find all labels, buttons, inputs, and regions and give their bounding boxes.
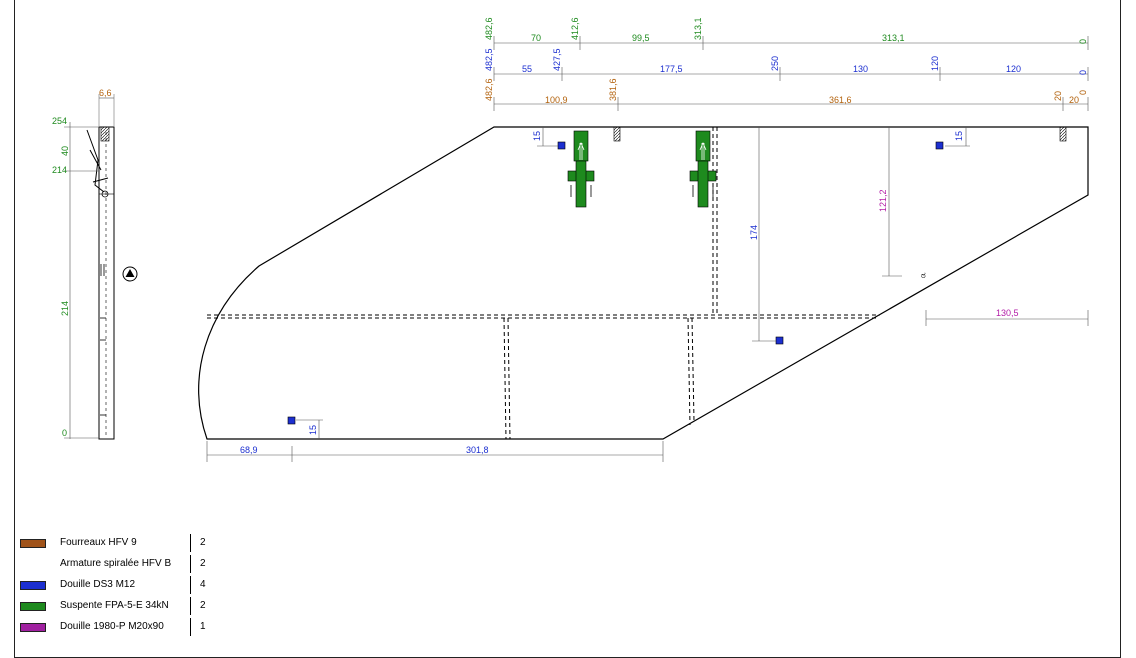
green-end-1: 412,6 xyxy=(570,17,580,40)
dim-15-top-right: 15 xyxy=(954,131,964,141)
orange-span-1: 361,6 xyxy=(829,95,852,105)
legend-separator xyxy=(190,534,191,552)
drawing-canvas: 6,6 254 214 0 40 214 xyxy=(52,17,1089,462)
panel-hidden-lines xyxy=(207,127,880,440)
dim-15-bottom: 15 xyxy=(308,425,318,435)
top-dimension-labels: 482,6 412,6 313,1 0 70 99,5 313,1 482,5 … xyxy=(484,17,1088,105)
interior-dimensions xyxy=(296,127,1089,439)
side-level-254: 254 xyxy=(52,116,67,126)
legend-separator xyxy=(190,555,191,573)
spiral-reinforcement-icon xyxy=(1059,126,1067,142)
panel-view: ಠ xyxy=(198,126,1089,440)
legend-label: Douille DS3 M12 xyxy=(60,579,136,590)
legend-count: 2 xyxy=(200,537,206,548)
orange-end-0: 482,6 xyxy=(484,78,494,101)
blue-end-2: 250 xyxy=(770,56,780,71)
legend-label: Douille 1980-P M20x90 xyxy=(60,621,164,632)
bottom-dim-left: 68,9 xyxy=(240,445,258,455)
side-level-0: 0 xyxy=(62,428,67,438)
side-view-anchor xyxy=(101,190,109,198)
legend-count: 2 xyxy=(200,600,206,611)
orange-end-2: 20 xyxy=(1053,91,1063,101)
blue-end-1: 427,5 xyxy=(552,48,562,71)
blue-span-2: 130 xyxy=(853,64,868,74)
green-end-3: 0 xyxy=(1078,39,1088,44)
bottom-dim-right: 301,8 xyxy=(466,445,489,455)
legend-item: Douille DS3 M12 4 xyxy=(20,576,220,600)
side-view: 6,6 254 214 0 40 214 xyxy=(52,88,138,440)
blue-end-0: 482,5 xyxy=(484,48,494,71)
bottom-dimensions xyxy=(206,441,664,462)
orange-span-0: 100,9 xyxy=(545,95,568,105)
green-end-0: 482,6 xyxy=(484,17,494,40)
legend-swatch xyxy=(20,581,46,590)
green-end-2: 313,1 xyxy=(693,17,703,40)
blue-span-3: 120 xyxy=(1006,64,1021,74)
legend-count: 1 xyxy=(200,621,206,632)
lifting-anchor-2 xyxy=(689,130,717,208)
legend-count: 2 xyxy=(200,558,206,569)
side-level-214: 214 xyxy=(52,165,67,175)
legend-label: Armature spiralée HFV B xyxy=(60,558,172,569)
legend-separator xyxy=(190,597,191,615)
side-span-40: 40 xyxy=(60,146,70,156)
green-span-1: 99,5 xyxy=(632,33,650,43)
legend-swatch xyxy=(20,539,46,548)
blue-span-0: 55 xyxy=(522,64,532,74)
blue-end-4: 0 xyxy=(1078,70,1088,75)
orange-span-2: 20 xyxy=(1069,95,1079,105)
side-span-214: 214 xyxy=(60,301,70,316)
dim-174: 174 xyxy=(749,225,759,240)
legend-item: Douille 1980-P M20x90 1 xyxy=(20,618,220,642)
side-view-sleeve xyxy=(100,126,110,142)
top-dimensions xyxy=(493,36,1089,111)
blue-end-3: 120 xyxy=(930,56,940,71)
orange-end-3: 0 xyxy=(1078,90,1088,95)
socket-insert-icon xyxy=(935,141,944,150)
view-direction-icon xyxy=(122,266,138,282)
legend-swatch xyxy=(20,623,46,632)
side-view-outline xyxy=(98,126,115,440)
legend-label: Suspente FPA-5-E 34kN xyxy=(60,600,169,611)
socket-insert-icon xyxy=(287,416,296,425)
dim-121-2: 121,2 xyxy=(878,189,888,212)
legend-item: Armature spiralée HFV B 2 xyxy=(20,555,220,579)
blue-span-1: 177,5 xyxy=(660,64,683,74)
interior-dimension-labels: 15 15 15 174 121,2 130,5 xyxy=(308,131,1019,435)
side-view-hanger xyxy=(86,129,109,193)
dim-15-top-left: 15 xyxy=(532,131,542,141)
legend-separator xyxy=(190,576,191,594)
green-span-0: 70 xyxy=(531,33,541,43)
green-span-2: 313,1 xyxy=(882,33,905,43)
threaded-insert-marker: ಠ xyxy=(921,270,926,280)
lifting-anchor-1 xyxy=(567,130,595,208)
legend-swatch xyxy=(20,602,46,611)
spiral-reinforcement-icon xyxy=(613,126,621,142)
dim-130-5: 130,5 xyxy=(996,308,1019,318)
legend-item: Fourreaux HFV 9 2 xyxy=(20,534,220,558)
legend-item: Suspente FPA-5-E 34kN 2 xyxy=(20,597,220,621)
legend-separator xyxy=(190,618,191,636)
legend-label: Fourreaux HFV 9 xyxy=(60,537,137,548)
orange-end-1: 381,6 xyxy=(608,78,618,101)
panel-outline xyxy=(198,126,1089,440)
drawing-sheet: 6,6 254 214 0 40 214 xyxy=(14,0,1121,658)
socket-insert-icon xyxy=(775,336,784,345)
socket-insert-icon xyxy=(557,141,566,150)
legend-count: 4 xyxy=(200,579,206,590)
side-dim-top-label: 6,6 xyxy=(99,88,112,98)
